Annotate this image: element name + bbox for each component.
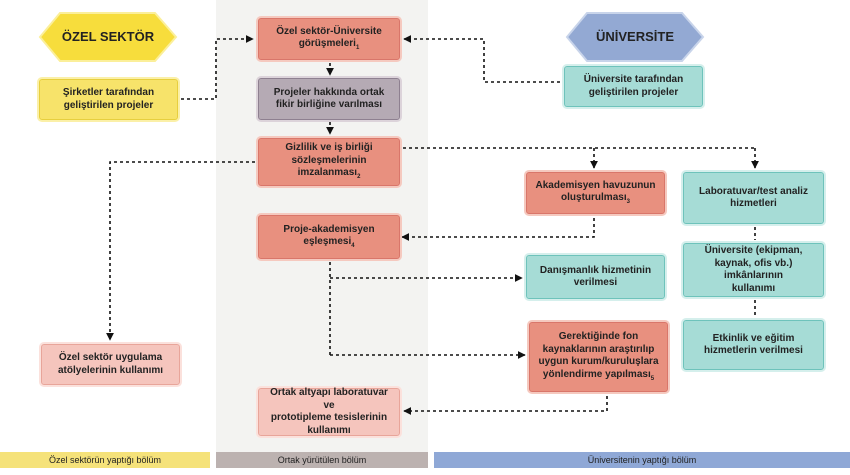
- footer-university-lane: Üniversitenin yaptığı bölüm: [434, 452, 850, 468]
- private-sector-header: ÖZEL SEKTÖR: [61, 29, 155, 44]
- node-matching: Proje-akademisyen eşleşmesi4: [256, 213, 402, 261]
- node-contracts: Gizlilik ve iş birliği sözleşmelerinin i…: [256, 136, 402, 188]
- private-projects-node: Şirketler tarafından geliştirilen projel…: [37, 77, 180, 122]
- university-hexagon: [565, 12, 705, 62]
- footer-private-lane: Özel sektörün yaptığı bölüm: [0, 452, 210, 468]
- uni-facilities-node: Üniversite (ekipman, kaynak, ofis vb.) i…: [681, 241, 826, 299]
- arrow-private-projects-to-n1: [181, 35, 254, 100]
- node-discussions: Özel sektör-Üniversite görüşmeleri1: [256, 16, 402, 62]
- consulting-node: Danışmanlık hizmetinin verilmesi: [524, 253, 667, 301]
- footer-common-lane: Ortak yürütülen bölüm: [216, 452, 428, 468]
- uni-projects-node: Üniversite tarafından geliştirilen proje…: [562, 64, 705, 109]
- events-node: Etkinlik ve eğitim hizmetlerin verilmesi: [681, 318, 826, 372]
- arrow-n3-to-workshops: [106, 161, 255, 341]
- academic-pool-node: Akademisyen havuzunun oluşturulması3: [524, 170, 667, 216]
- arrow-funding-to-n5: [403, 396, 608, 415]
- node-shared-infrastructure: Ortak altyapı laboratuvar ve prototiplem…: [256, 386, 402, 438]
- arrow-pool-to-n4: [401, 218, 595, 241]
- university-header: ÜNİVERSİTE: [595, 29, 674, 44]
- arrow-uni-projects-to-n1: [403, 35, 560, 83]
- node-consensus: Projeler hakkında ortak fikir birliğine …: [256, 76, 402, 122]
- private-workshops-node: Özel sektör uygulama atölyelerinin kulla…: [39, 342, 182, 387]
- private-sector-hexagon: [38, 12, 178, 62]
- funding-node: Gerektiğinde fon kaynaklarının araştırıl…: [527, 320, 670, 394]
- lab-test-node: Laboratuvar/test analiz hizmetleri: [681, 170, 826, 226]
